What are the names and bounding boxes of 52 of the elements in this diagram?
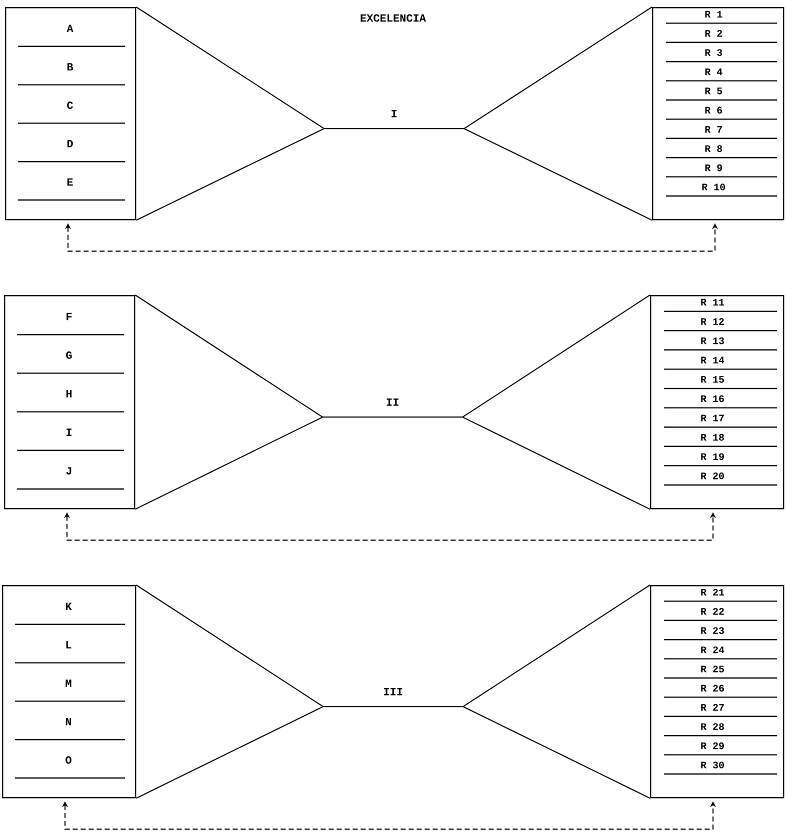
row-label: R 23	[701, 627, 724, 634]
row-label: O	[66, 756, 72, 764]
row-label: G	[66, 351, 72, 359]
row-label: R 17	[701, 414, 724, 422]
row-label: R 27	[701, 704, 724, 711]
row-label: C	[67, 101, 73, 109]
funnel-connector	[134, 294, 651, 510]
row-label: R 21	[701, 588, 724, 596]
edge-label: III	[384, 688, 402, 696]
row-label: B	[67, 63, 74, 70]
row-label: R 12	[701, 318, 724, 325]
funnel-connector	[136, 584, 651, 799]
row-label: J	[66, 467, 72, 475]
row-label: E	[67, 178, 73, 186]
row-label: R 18	[701, 434, 724, 441]
edge-label: I	[392, 110, 397, 118]
row-label: I	[66, 428, 72, 436]
row-label: H	[66, 390, 72, 398]
row-label: R 2	[705, 30, 722, 37]
row-label: R 15	[701, 376, 724, 383]
row-label: R 25	[701, 666, 724, 672]
row-label: D	[67, 140, 73, 148]
row-label: R 24	[701, 646, 724, 654]
row-label: R 20	[701, 472, 724, 480]
row-label: R 16	[701, 395, 724, 402]
row-label: R 26	[701, 684, 724, 692]
row-label: R 8	[705, 145, 722, 152]
row-label: R 13	[701, 337, 724, 344]
row-label: R 5	[705, 88, 722, 94]
row-label: R 10	[702, 184, 726, 190]
row-label: A	[66, 24, 74, 32]
row-label: R 4	[705, 68, 722, 76]
row-label: R 30	[701, 762, 724, 768]
row-label: R 28	[701, 723, 724, 730]
edge-label: II	[386, 398, 398, 406]
row-label: F	[66, 312, 72, 320]
row-label: R 9	[705, 164, 722, 172]
row-label: R 7	[705, 126, 722, 133]
row-label: R 1	[705, 10, 722, 18]
funnel-connector	[136, 6, 653, 221]
row-label: M	[66, 680, 72, 687]
row-label: R 3	[705, 49, 722, 56]
row-label: R 6	[705, 106, 722, 114]
row-label: L	[66, 641, 72, 648]
row-label: R 11	[701, 298, 724, 306]
row-label: R 29	[701, 742, 724, 750]
title: EXCELENCIA	[360, 14, 426, 22]
row-label: N	[66, 718, 72, 726]
row-label: K	[66, 602, 72, 610]
row-label: R 19	[701, 453, 724, 460]
row-label: R 14	[701, 356, 724, 364]
row-label: R 22	[701, 608, 724, 615]
